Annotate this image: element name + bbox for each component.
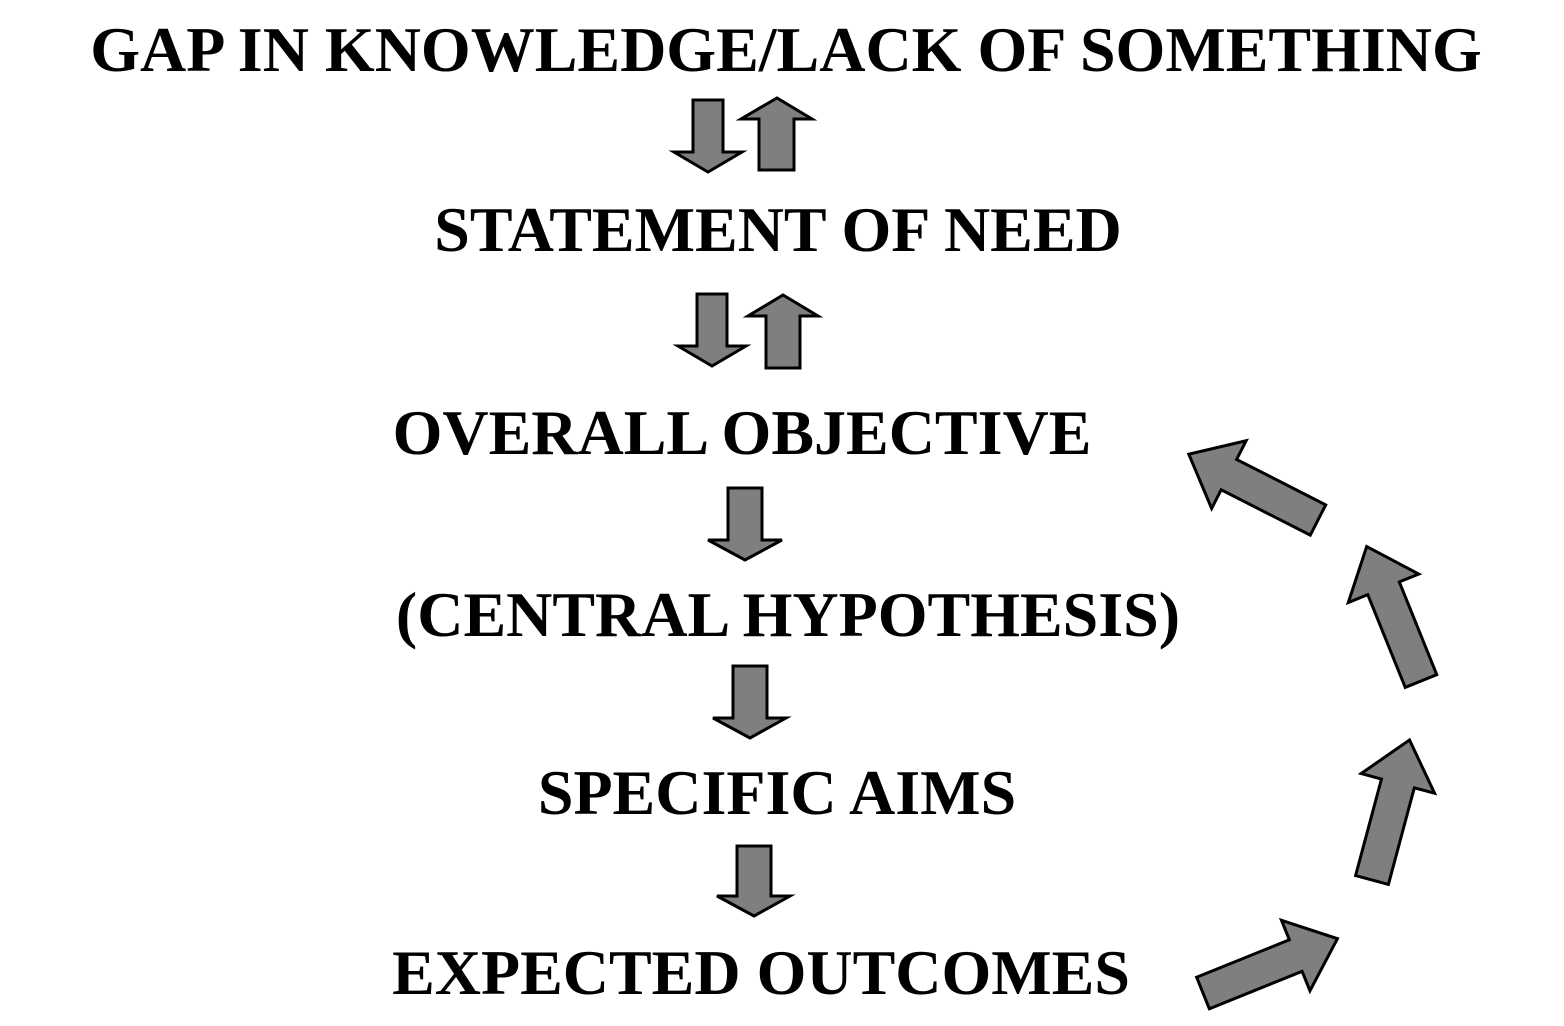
node-specific-aims: SPECIFIC AIMS	[537, 757, 1017, 828]
loop-arrow-icon	[1345, 544, 1439, 690]
loop-arrow-icon	[1194, 917, 1340, 1011]
down-arrow-icon	[716, 844, 796, 918]
node-statement-of-need: STATEMENT OF NEED	[434, 194, 1122, 265]
loop-arrow-icon	[1353, 737, 1438, 887]
node-central-hypothesis: (CENTRAL HYPOTHESIS)	[395, 579, 1181, 650]
down-arrow-icon	[672, 292, 752, 368]
up-arrow-icon	[735, 96, 818, 172]
down-arrow-icon	[707, 486, 783, 562]
up-arrow-icon	[742, 293, 824, 370]
down-arrow-icon	[668, 98, 748, 174]
loop-arrow-icon	[1186, 438, 1328, 538]
node-gap-in-knowledge: GAP IN KNOWLEDGE/LACK OF SOMETHING	[90, 14, 1482, 85]
node-expected-outcomes: EXPECTED OUTCOMES	[392, 937, 1130, 1008]
node-overall-objective: OVERALL OBJECTIVE	[392, 397, 1092, 468]
down-arrow-icon	[712, 664, 792, 740]
